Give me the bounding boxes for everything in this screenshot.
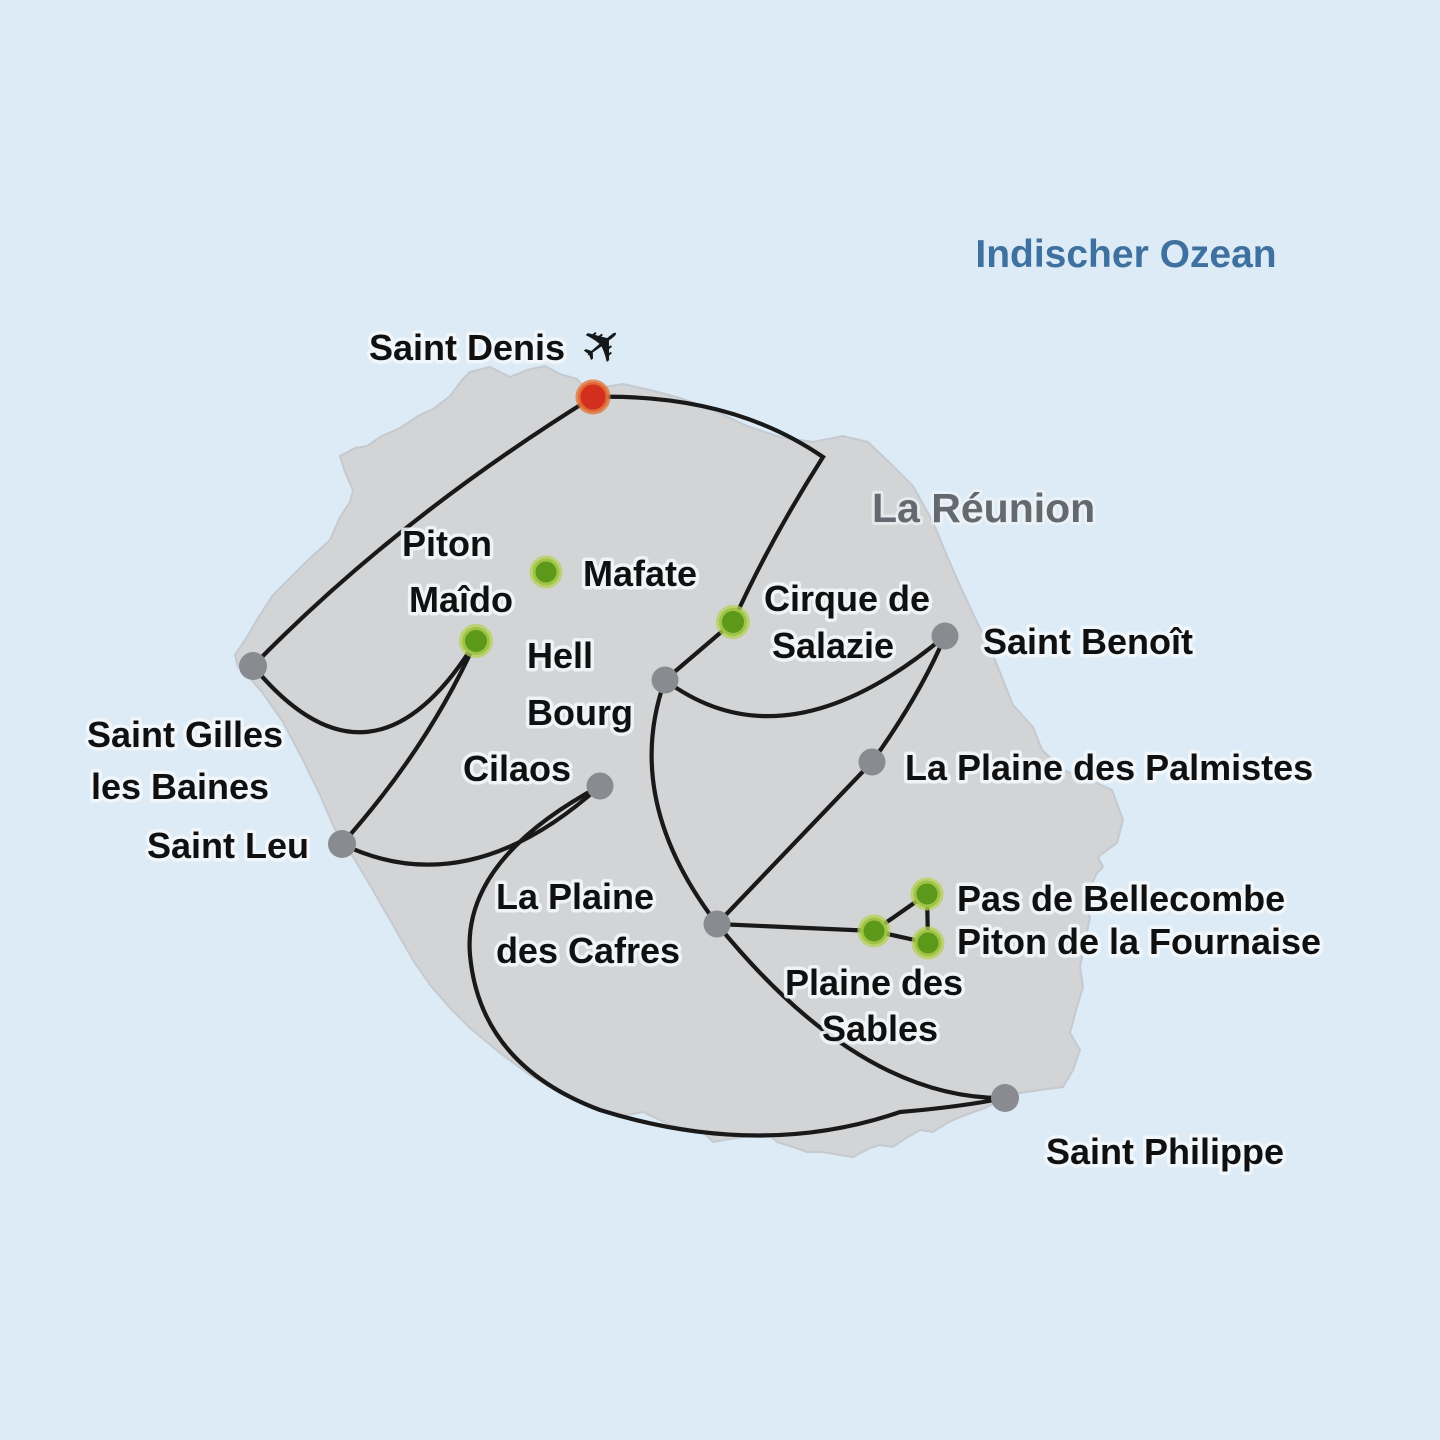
label-cirque-salazie-1: Cirque de [764,578,930,619]
marker-saint-denis [575,379,611,415]
label-piton-fournaise: Piton de la Fournaise [957,921,1321,962]
marker-saint-leu [328,830,356,858]
label-hell-bourg-2: Bourg [527,692,633,733]
label-cafres-1: La Plaine [496,876,654,917]
marker-cafres [703,910,731,938]
route-hellbourg-cafres [649,677,720,927]
label-cirque-salazie-2: Salazie [772,625,894,666]
route-cafres-saintphilippe [714,921,1008,1101]
route-saintdenis-saintgilles [250,394,596,669]
island-shape [234,365,1124,1158]
label-saint-benoit: Saint Benoît [983,621,1193,662]
marker-palmistes [858,748,886,776]
route-hellbourg-saintbenoit [662,633,948,719]
label-saint-leu: Saint Leu [147,825,309,866]
place-markers [239,379,1019,1112]
label-mafate: Mafate [583,553,697,594]
marker-pas-de-bellecombe [910,877,944,911]
route-cafres-plainesables [714,921,877,934]
label-piton-maido-2: Maîdo [409,579,513,620]
region-name-label: La Réunion [872,485,1095,531]
route-pitonmaido-saintleu [339,638,479,847]
label-saint-gilles-1: Saint Gilles [87,714,283,755]
route-palmistes-cafres [714,759,875,927]
marker-hell-bourg [651,666,679,694]
label-plaine-sables-2: Sables [822,1008,938,1049]
route-lines [250,394,1008,1138]
route-saintdenis-salazie-hellbourg [590,394,826,683]
ocean-name-label: Indischer Ozean [975,233,1276,276]
marker-piton-fournaise [911,926,945,960]
marker-cilaos [586,772,614,800]
airplane-icon: ✈ [569,310,636,380]
marker-piton-maido [459,624,493,658]
route-saintbenoit-palmistes [869,633,948,765]
route-cilaos-saintphilippe [467,783,1008,1138]
label-saint-denis: Saint Denis [369,327,565,368]
route-saintleu-cilaos [339,783,603,867]
label-cafres-2: des Cafres [496,930,680,971]
label-palmistes: La Plaine des Palmistes [905,747,1313,788]
label-piton-maido-1: Piton [402,523,492,564]
marker-saint-benoit [931,622,959,650]
marker-plaine-des-sables [857,914,891,948]
marker-cirque-salazie [716,605,750,639]
label-pas-de-bellecombe: Pas de Bellecombe [957,878,1285,919]
place-labels: Saint Denis Piton Maîdo Mafate Cirque de… [83,324,1324,1176]
marker-saint-gilles [239,652,267,680]
label-plaine-sables-1: Plaine des [785,962,963,1003]
label-hell-bourg-1: Hell [527,635,593,676]
label-saint-philippe: Saint Philippe [1046,1131,1284,1172]
marker-saint-philippe [991,1084,1019,1112]
route-saintgilles-pitonmaido [250,638,479,735]
label-saint-gilles-2: les Baines [91,766,269,807]
marker-mafate [529,555,563,589]
label-cilaos: Cilaos [463,748,571,789]
